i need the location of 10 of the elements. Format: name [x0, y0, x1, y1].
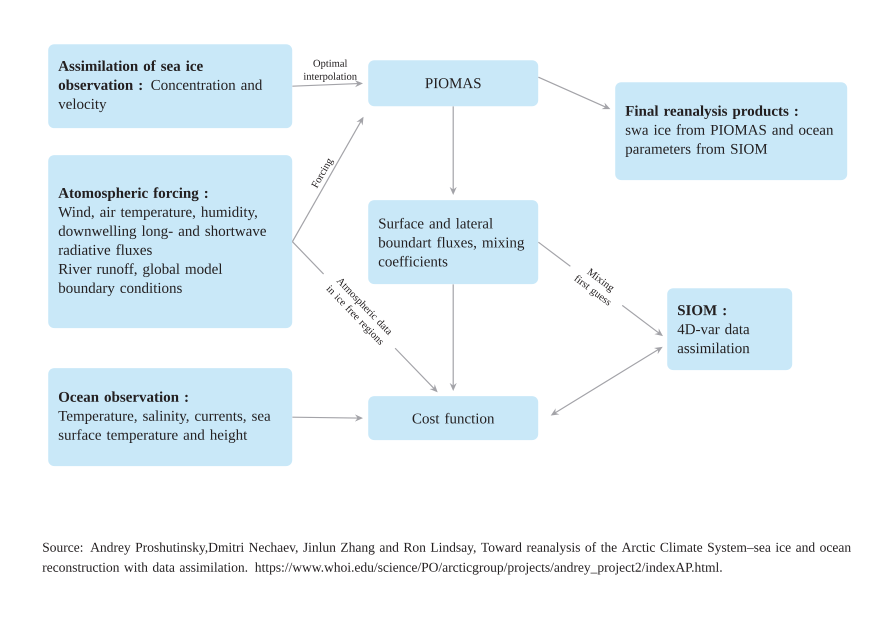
edge-label: Optimal interpolation: [304, 59, 357, 82]
process-box: Ocean observation : Temperature, salinity, currents, sea surface temperature and height: [48, 368, 292, 466]
process-box: PIOMAS: [368, 60, 538, 106]
process-box: Assimilation of sea ice observation : Concentration and velocity: [48, 44, 292, 128]
process-box: Final reanalysis products : swa ice from PIOMAS and ocean parameters from SIOM: [615, 82, 848, 180]
process-box: Atomospheric forcing : Wind, air temperature, humidity, downwelling long- and shortwave radiative fluxes River runoff, global model boundary conditions: [48, 155, 292, 328]
source-note: Source: Andrey Proshutinsky,Dmitri Nechaev, Jinlun Zhang and Ron Lindsay, Toward reanalysis of the Arctic Climate System–sea ice and ocean reconstruction with data assimilation. https://www.whoi.edu/science/PO/arcticgroup/projects/andrey_project2/indexAP.html.: [42, 542, 851, 575]
process-box: SIOM : 4D-var data assimilation: [667, 288, 792, 370]
process-box: Cost function: [368, 396, 538, 440]
process-box: Surface and lateral boundart fluxes, mixing coefficients: [368, 200, 538, 284]
